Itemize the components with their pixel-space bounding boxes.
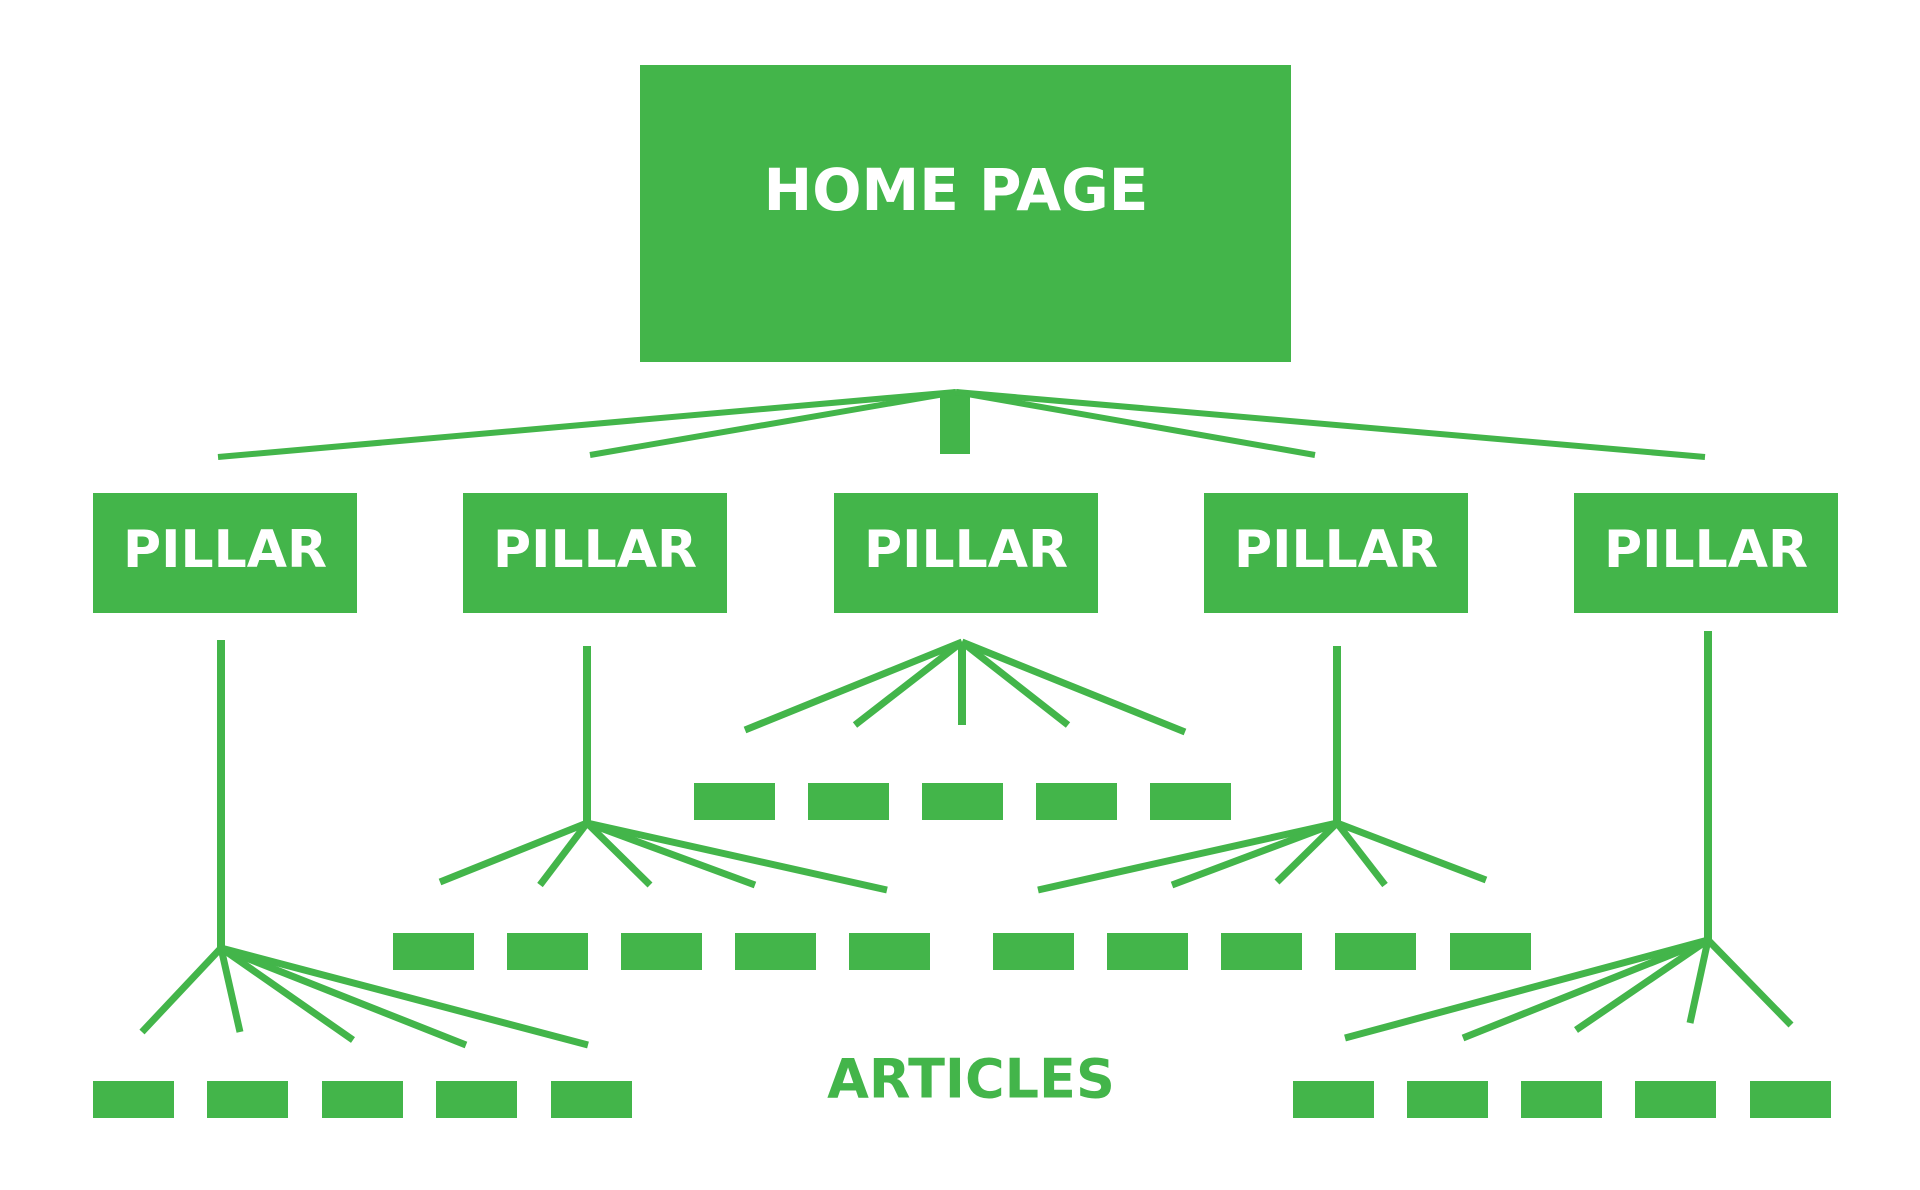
pillar-0: PILLAR	[93, 493, 357, 613]
pillar-to-article-line	[743, 638, 964, 734]
pillar-label: PILLAR	[1234, 520, 1438, 580]
article-block	[1221, 933, 1302, 970]
article-block	[207, 1081, 288, 1118]
pillar-3: PILLAR	[1204, 493, 1468, 613]
article-block	[1521, 1081, 1602, 1118]
pillar-to-article-line	[584, 820, 653, 888]
pillar-to-article-line	[1335, 819, 1488, 884]
article-block	[1150, 783, 1231, 820]
article-block	[849, 933, 930, 970]
pillar-label: PILLAR	[1604, 520, 1808, 580]
pillar-to-article-line	[585, 819, 757, 889]
pillar-to-article-line	[219, 944, 468, 1049]
pillar-label: PILLAR	[493, 520, 697, 580]
pillar-to-article-line	[1334, 820, 1388, 888]
home-stem	[940, 392, 970, 454]
pillar-box	[1204, 493, 1468, 613]
pillar-to-article-line	[220, 944, 589, 1049]
article-blocks	[93, 783, 1831, 1118]
pillar-to-article-line	[960, 638, 1187, 736]
pillar-to-article-line	[537, 820, 590, 888]
pillar-to-article-line	[1037, 819, 1338, 894]
pillar-to-article-line	[139, 945, 224, 1035]
pillar-to-article-line	[1705, 937, 1794, 1028]
pillar-box	[463, 493, 727, 613]
pillar-box	[834, 493, 1098, 613]
article-block	[393, 933, 474, 970]
article-block	[735, 933, 816, 970]
pillar-to-article-line	[1574, 937, 1710, 1033]
article-block	[93, 1081, 174, 1118]
pillar-to-article-line	[852, 639, 965, 728]
article-block	[1107, 933, 1188, 970]
article-block	[1335, 933, 1416, 970]
home-to-pillar-line	[955, 389, 1706, 460]
article-block	[922, 783, 1003, 820]
article-block	[322, 1081, 403, 1118]
article-block	[507, 933, 588, 970]
article-block	[993, 933, 1074, 970]
pillar-to-article-line	[959, 639, 1071, 728]
home-to-pillar-line	[955, 389, 1316, 458]
pillar-2: PILLAR	[834, 493, 1098, 613]
pillar-to-article-line	[438, 819, 589, 886]
pillar-to-article-line	[586, 819, 888, 894]
pillar-label: PILLAR	[864, 520, 1068, 580]
pillar-to-article-line	[218, 945, 356, 1043]
home-to-pillar-line	[217, 389, 957, 460]
home-to-pillar-line	[589, 389, 957, 458]
article-block	[551, 1081, 632, 1118]
pillar-box	[93, 493, 357, 613]
article-block	[1293, 1081, 1374, 1118]
pillar-to-article-line	[1274, 820, 1340, 885]
pillar-to-article-line	[1344, 936, 1709, 1042]
article-block	[1407, 1081, 1488, 1118]
article-block	[808, 783, 889, 820]
home-page-label: HOME PAGE	[764, 156, 1149, 224]
article-block	[1450, 933, 1531, 970]
pillar-label: PILLAR	[123, 520, 327, 580]
articles-label: ARTICLES	[827, 1048, 1115, 1111]
article-block	[694, 783, 775, 820]
pillar-to-article-line	[1170, 819, 1339, 889]
pillar-1: PILLAR	[463, 493, 727, 613]
article-block	[1036, 783, 1117, 820]
article-block	[436, 1081, 517, 1118]
connector-lines	[139, 389, 1794, 1049]
home-page-box	[640, 65, 1291, 362]
pillar-4: PILLAR	[1574, 493, 1838, 613]
article-block	[1750, 1081, 1831, 1118]
pillar-to-article-line	[1461, 936, 1710, 1042]
pillar-to-article-line	[1686, 939, 1712, 1024]
pillar-box	[1574, 493, 1838, 613]
article-block	[1635, 1081, 1716, 1118]
article-block	[621, 933, 702, 970]
pillar-to-article-line	[217, 947, 244, 1033]
